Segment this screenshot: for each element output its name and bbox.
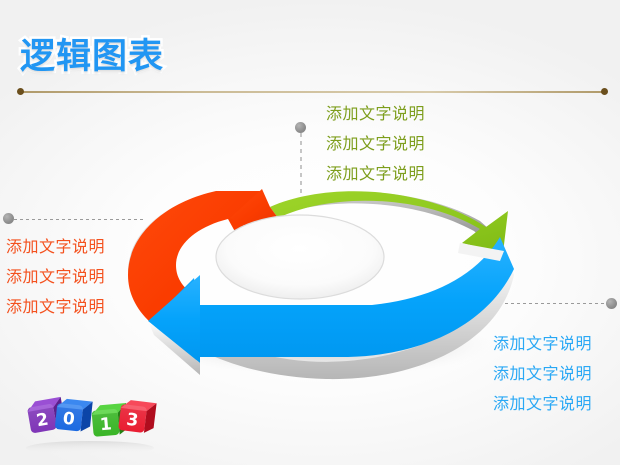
callout-red-line-2: 添加文字说明: [6, 267, 106, 286]
dice-digit-2: 2: [35, 410, 50, 432]
title-divider-dot-left: [17, 88, 24, 95]
diagram-inner-hole-rim: [215, 214, 385, 300]
year-dice-graphic: 2 0 1: [18, 392, 163, 454]
connector-dot-blue: [606, 298, 617, 309]
blue-arrow-head-side: [148, 321, 200, 375]
red-arrow-head: [230, 189, 278, 226]
dice-cube-0: 0: [55, 398, 93, 432]
dice-digit-1: 1: [99, 414, 113, 435]
blue-arrow-head: [148, 275, 200, 363]
callout-blue-line-3: 添加文字说明: [493, 394, 593, 413]
connector-dot-red: [3, 213, 14, 224]
dice-reflection: [26, 441, 154, 454]
dice-digit-3: 3: [125, 410, 139, 431]
dice-digit-0: 0: [62, 409, 76, 430]
callout-green-line-2: 添加文字说明: [326, 134, 426, 153]
connector-dot-green: [295, 122, 306, 133]
green-arrow-face: [270, 191, 508, 253]
cycle-diagram: [120, 165, 520, 380]
callout-text-green: 添加文字说明 添加文字说明 添加文字说明: [326, 99, 425, 189]
diagram-inner-hole: [216, 215, 384, 299]
callout-red-line-1: 添加文字说明: [6, 237, 106, 256]
title-divider: [20, 91, 605, 93]
callout-green-line-3: 添加文字说明: [326, 164, 426, 183]
page-title: 逻辑图表: [17, 35, 165, 80]
connector-line-green: [300, 133, 302, 195]
title-divider-dot-right: [601, 88, 608, 95]
callout-text-red: 添加文字说明 添加文字说明 添加文字说明: [6, 232, 105, 322]
callout-blue-line-2: 添加文字说明: [493, 364, 593, 383]
red-arrow-face: [128, 191, 260, 322]
connector-line-red: [14, 219, 144, 220]
dice-cube-3: 3: [118, 400, 157, 433]
callout-green-line-1: 添加文字说明: [326, 104, 426, 123]
callout-red-line-3: 添加文字说明: [6, 297, 106, 316]
dice-cube-2: 2: [27, 396, 65, 433]
green-blue-seam: [458, 243, 504, 261]
callout-blue-line-1: 添加文字说明: [493, 334, 593, 353]
connector-line-blue: [505, 303, 607, 304]
blue-arrow-side: [160, 255, 514, 380]
callout-text-blue: 添加文字说明 添加文字说明 添加文字说明: [493, 329, 592, 419]
blue-arrow-face: [150, 237, 514, 363]
